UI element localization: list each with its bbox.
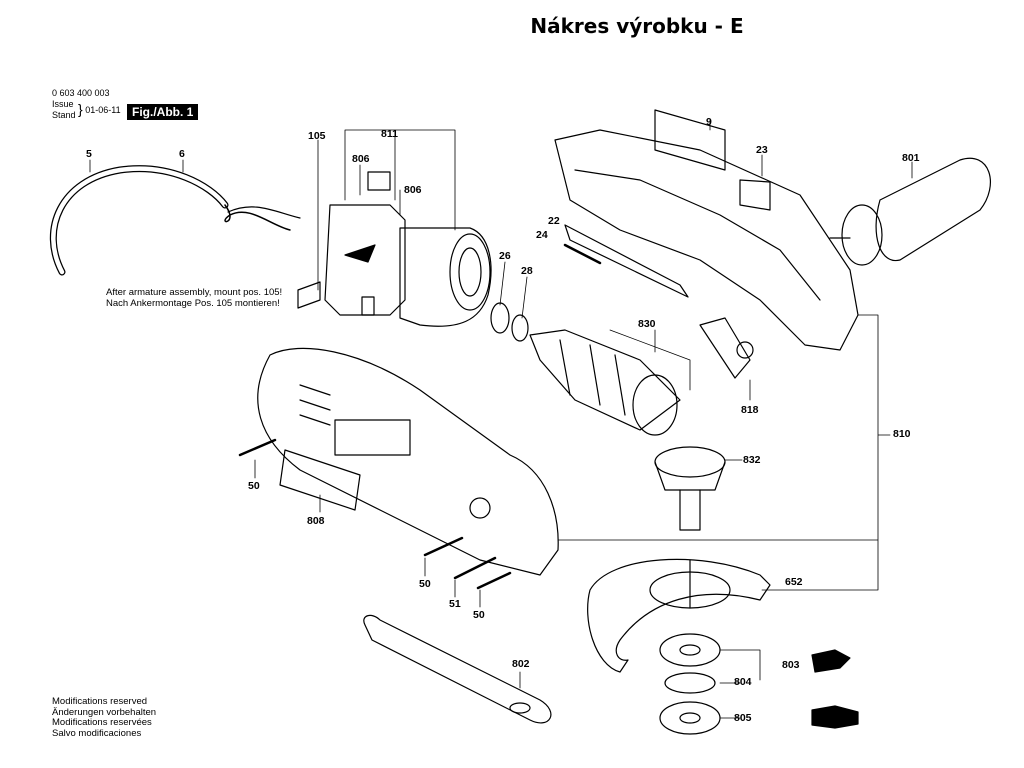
label-804: 804 [734,676,752,688]
label-51: 51 [449,598,461,610]
label-802: 802 [512,658,530,670]
lever-818 [699,317,751,379]
figure-label: Fig./Abb. 1 [127,104,199,120]
ring-28-shape [511,314,529,342]
screw-51 [453,556,497,580]
brace-icon: } [78,101,83,117]
label-832: 832 [743,454,761,466]
modifications-de: Änderungen vorbehalten [52,706,157,718]
page-title: Nákres výrobku - E [530,14,744,38]
label-652: 652 [785,576,803,588]
label-23: 23 [756,144,768,156]
motor-housing [257,347,559,576]
label-50-a: 50 [248,480,260,492]
stand-label: Stand [52,110,76,120]
label-6: 6 [179,148,185,160]
screw-50-a [238,438,277,457]
side-handle [829,157,991,266]
label-5: 5 [86,148,92,160]
armature [529,329,681,436]
bearing-26-shape [490,302,510,334]
modifications-notice: Modifications reserved Änderungen vorbeh… [52,696,157,739]
assembly-note: After armature assembly, mount pos. 105!… [106,287,282,309]
label-28: 28 [521,265,533,277]
label-818: 818 [741,404,759,416]
label-22: 22 [548,215,560,227]
assembly-note-en: After armature assembly, mount pos. 105! [106,287,283,298]
label-810: 810 [893,428,911,440]
label-808: 808 [307,515,325,527]
power-cable [49,165,301,276]
flange-803 [659,633,721,667]
modifications-en: Modifications reserved [52,696,148,707]
label-801: 801 [902,152,920,164]
spanner-802 [363,614,552,724]
gear-housing [554,109,859,351]
label-9: 9 [706,116,712,128]
gear-832 [654,446,726,531]
label-50-b: 50 [419,578,431,590]
spanner-icon [811,649,859,729]
lock-bracket-22 [564,224,689,298]
label-830: 830 [638,318,656,330]
label-808 [279,449,361,511]
drawing-header: 0 603 400 003 Issue Stand } 01-06-11 [52,88,121,121]
stator-assembly [297,171,492,327]
nut-805 [659,701,721,735]
oring-804 [664,672,716,694]
modifications-fr: Modifications reservées [52,717,152,728]
label-24: 24 [536,229,548,241]
screw-50-b [423,536,464,557]
label-803: 803 [782,659,800,671]
issue-date: 01-06-11 [85,105,121,115]
assembly-note-de: Nach Ankermontage Pos. 105 montieren! [106,298,280,309]
label-105: 105 [308,130,326,142]
label-806-b: 806 [404,184,422,196]
spring-24 [563,243,602,265]
issue-stand-labels: Issue Stand [52,99,76,121]
label-26: 26 [499,250,511,262]
issue-label: Issue [52,99,74,109]
screw-50-c [476,571,512,590]
part-number: 0 603 400 003 [52,88,110,98]
label-811: 811 [381,128,398,140]
label-805: 805 [734,712,752,724]
label-806-a: 806 [352,153,370,165]
wheel-guard [587,558,771,673]
label-50-c: 50 [473,609,485,621]
modifications-es: Salvo modificaciones [52,727,142,739]
